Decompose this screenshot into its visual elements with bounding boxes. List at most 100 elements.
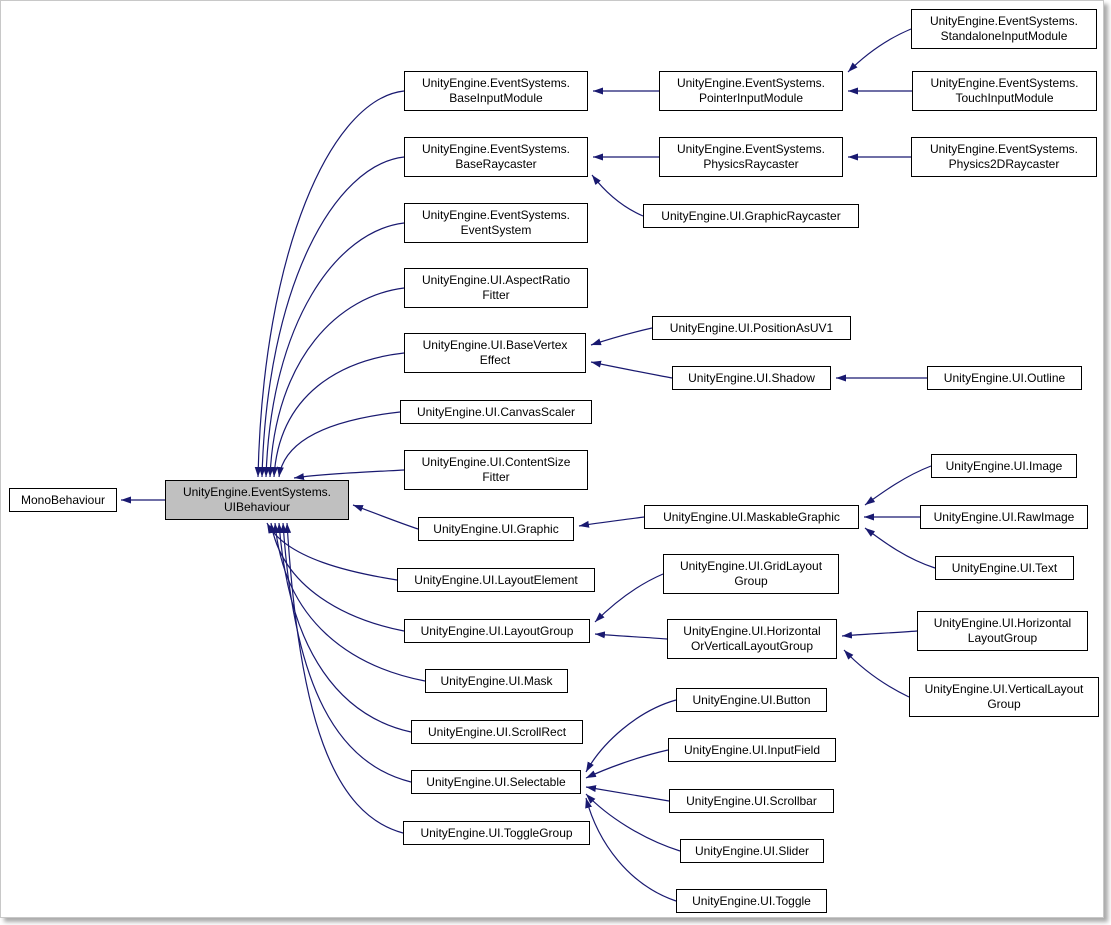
class-node-label: UnityEngine.UI.ToggleGroup [420, 825, 573, 840]
class-node-selectable[interactable]: UnityEngine.UI.Selectable [411, 770, 581, 794]
class-node-mask[interactable]: UnityEngine.UI.Mask [425, 669, 568, 693]
class-node-label: UnityEngine.UI.Slider [694, 843, 810, 858]
inheritance-edge-base-raycaster-to-uibehaviour [258, 156, 405, 478]
class-node-scrollbar[interactable]: UnityEngine.UI.Scrollbar [669, 789, 834, 813]
class-node-physics-2d-raycaster[interactable]: UnityEngine.EventSystems.Physics2DRaycas… [911, 137, 1097, 177]
class-node-maskable-graphic[interactable]: UnityEngine.UI.MaskableGraphic [644, 505, 859, 529]
inheritance-edge-grid-layout-group-to-layout-group [594, 573, 664, 623]
class-node-label: UnityEngine.UI.Toggle [692, 893, 811, 908]
class-node-raw-image[interactable]: UnityEngine.UI.RawImage [920, 505, 1088, 529]
class-node-label: Group [987, 697, 1021, 711]
class-node-event-system[interactable]: UnityEngine.EventSystems.EventSystem [404, 203, 588, 243]
class-node-graphic-raycaster[interactable]: UnityEngine.UI.GraphicRaycaster [643, 204, 859, 228]
inheritance-edge-horizontal-or-vertical-layout-group-to-layout-group [594, 631, 668, 640]
class-node-label: UnityEngine.UI.BaseVertex [422, 338, 568, 352]
class-node-uibehaviour[interactable]: UnityEngine.EventSystems.UIBehaviour [165, 480, 349, 520]
class-node-graphic[interactable]: UnityEngine.UI.Graphic [418, 517, 574, 541]
class-node-label: BaseRaycaster [455, 157, 537, 171]
class-node-outline[interactable]: UnityEngine.UI.Outline [927, 366, 1082, 390]
class-node-physics-raycaster[interactable]: UnityEngine.EventSystems.PhysicsRaycaste… [659, 137, 843, 177]
inheritance-edge-layout-element-to-uibehaviour [266, 522, 398, 581]
class-node-label: UnityEngine.UI.Button [692, 692, 811, 707]
class-node-base-raycaster[interactable]: UnityEngine.EventSystems.BaseRaycaster [404, 137, 588, 177]
inheritance-edge-graphic-raycaster-to-base-raycaster [591, 174, 644, 217]
class-node-label: UnityEngine.UI.Scrollbar [686, 793, 817, 808]
inheritance-edge-canvas-scaler-to-uibehaviour [276, 411, 401, 478]
inheritance-edge-shadow-to-base-vertex-effect [590, 360, 673, 379]
class-node-base-input-module[interactable]: UnityEngine.EventSystems.BaseInputModule [404, 71, 588, 111]
inheritance-edge-graphic-to-uibehaviour [352, 504, 419, 530]
class-node-label: StandaloneInputModule [940, 29, 1068, 43]
inheritance-edge-horizontal-layout-group-to-horizontal-or-vertical-layout-group [841, 630, 918, 639]
class-node-label: UnityEngine.EventSystems. [676, 76, 826, 90]
class-node-label: Physics2DRaycaster [948, 157, 1060, 171]
inheritance-edge-event-system-to-uibehaviour [262, 222, 405, 478]
class-node-slider[interactable]: UnityEngine.UI.Slider [680, 839, 824, 863]
class-node-toggle[interactable]: UnityEngine.UI.Toggle [676, 889, 827, 913]
class-node-label: Fitter [482, 470, 510, 484]
class-node-label: UnityEngine.UI.MaskableGraphic [663, 509, 840, 524]
class-node-touch-input-module[interactable]: UnityEngine.EventSystems.TouchInputModul… [912, 71, 1097, 111]
class-node-label: UnityEngine.UI.RawImage [933, 509, 1075, 524]
class-node-label: UnityEngine.UI.Mask [440, 673, 553, 688]
class-node-button[interactable]: UnityEngine.UI.Button [676, 688, 827, 712]
class-node-label: UnityEngine.UI.CanvasScaler [416, 404, 576, 419]
inheritance-edge-selectable-to-uibehaviour [280, 522, 412, 783]
class-node-label: UnityEngine.UI.Shadow [688, 370, 815, 385]
class-node-label: Effect [479, 353, 511, 367]
class-node-toggle-group[interactable]: UnityEngine.UI.ToggleGroup [403, 821, 590, 845]
class-node-label: UnityEngine.UI.Text [951, 560, 1058, 575]
class-node-label: UnityEngine.EventSystems. [421, 142, 571, 156]
class-node-label: UnityEngine.UI.AspectRatio [421, 273, 571, 287]
class-node-image[interactable]: UnityEngine.UI.Image [931, 454, 1077, 478]
class-node-label: UnityEngine.UI.Selectable [426, 774, 566, 789]
inheritance-edge-mask-to-uibehaviour [272, 522, 426, 682]
inheritance-edge-base-vertex-effect-to-uibehaviour [271, 352, 405, 478]
class-node-label: UnityEngine.UI.LayoutGroup [420, 623, 574, 638]
class-node-pointer-input-module[interactable]: UnityEngine.EventSystems.PointerInputMod… [659, 71, 843, 111]
class-node-layout-element[interactable]: UnityEngine.UI.LayoutElement [397, 568, 595, 592]
class-node-label: LayoutGroup [967, 631, 1038, 645]
class-node-label: UnityEngine.EventSystems. [421, 208, 571, 222]
inheritance-edge-aspect-ratio-fitter-to-uibehaviour [266, 287, 405, 478]
class-node-standalone-input-module[interactable]: UnityEngine.EventSystems.StandaloneInput… [911, 9, 1097, 49]
inheritance-edge-maskable-graphic-to-graphic [578, 516, 645, 528]
inheritance-edge-button-to-selectable [585, 699, 677, 773]
class-node-label: UnityEngine.UI.LayoutElement [414, 572, 578, 587]
inheritance-edge-position-as-uv1-to-base-vertex-effect [590, 327, 653, 346]
class-node-shadow[interactable]: UnityEngine.UI.Shadow [672, 366, 831, 390]
class-node-label: UnityEngine.EventSystems. [930, 76, 1079, 90]
class-node-label: UnityEngine.UI.VerticalLayout [924, 682, 1084, 696]
inheritance-edge-text-to-maskable-graphic [864, 527, 936, 569]
inheritance-edge-toggle-to-selectable [585, 797, 677, 902]
class-node-input-field[interactable]: UnityEngine.UI.InputField [668, 738, 836, 762]
class-node-layout-group[interactable]: UnityEngine.UI.LayoutGroup [404, 619, 590, 643]
class-node-text[interactable]: UnityEngine.UI.Text [935, 556, 1074, 580]
class-node-scroll-rect[interactable]: UnityEngine.UI.ScrollRect [411, 720, 583, 744]
class-node-label: BaseInputModule [449, 91, 543, 105]
class-node-label: UnityEngine.UI.InputField [683, 742, 821, 757]
class-node-label: MonoBehaviour [20, 492, 106, 507]
class-node-label: Fitter [482, 288, 510, 302]
inheritance-edge-input-field-to-selectable [585, 749, 669, 779]
class-node-canvas-scaler[interactable]: UnityEngine.UI.CanvasScaler [400, 400, 592, 424]
class-node-monobehaviour[interactable]: MonoBehaviour [9, 488, 117, 512]
class-node-position-as-uv1[interactable]: UnityEngine.UI.PositionAsUV1 [652, 316, 851, 340]
class-node-label: UnityEngine.UI.ContentSize [421, 455, 571, 469]
class-node-label: UnityEngine.EventSystems. [929, 142, 1079, 156]
inheritance-edge-base-input-module-to-uibehaviour [254, 90, 405, 478]
inheritance-edge-scroll-rect-to-uibehaviour [276, 522, 412, 733]
class-node-label: PointerInputModule [698, 91, 804, 105]
class-node-label: UnityEngine.EventSystems. [182, 485, 332, 499]
class-node-label: UnityEngine.EventSystems. [676, 142, 826, 156]
inheritance-edge-vertical-layout-group-to-horizontal-or-vertical-layout-group [843, 649, 910, 698]
